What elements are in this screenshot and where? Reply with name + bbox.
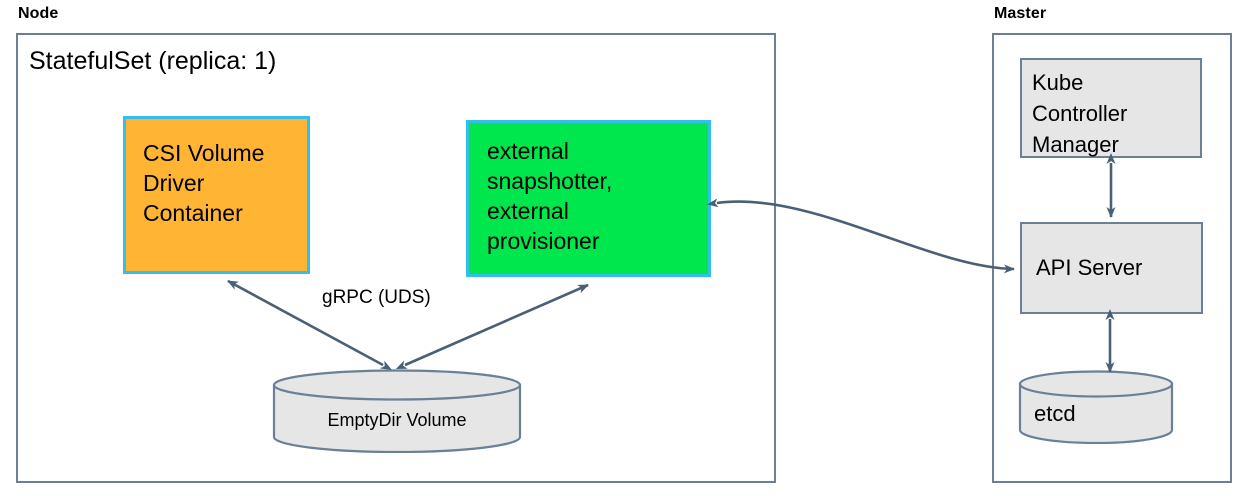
node-label-api-server: API Server	[1036, 255, 1143, 281]
node-etcd[interactable]: etcd	[1018, 370, 1174, 444]
node-label-etcd: etcd	[1034, 401, 1076, 426]
node-label-csi-driver: CSI Volume Driver Container	[143, 140, 265, 227]
statefulset-title: StatefulSet (replica: 1)	[29, 47, 277, 75]
node-emptydir-volume[interactable]: EmptyDir Volume	[272, 369, 522, 453]
cylinder-shape-emptydir	[272, 369, 522, 453]
edge-label-grpc-uds: gRPC (UDS)	[322, 287, 431, 308]
node-label-kube-controller-manager: Kube Controller Manager	[1032, 70, 1128, 158]
node-label-emptydir-volume: EmptyDir Volume	[327, 410, 467, 430]
node-api-server[interactable]: API Server	[1020, 222, 1203, 314]
zone-label-master: Master	[994, 5, 1047, 22]
node-kube-controller-manager[interactable]: Kube Controller Manager	[1020, 58, 1202, 158]
cylinder-shape-etcd	[1018, 370, 1174, 444]
node-external-sidecars[interactable]: external snapshotter, external provision…	[466, 120, 711, 277]
node-label-external-sidecars: external snapshotter, external provision…	[487, 138, 613, 255]
zone-label-node: Node	[18, 5, 59, 22]
node-csi-volume-driver-container[interactable]: CSI Volume Driver Container	[123, 116, 310, 274]
